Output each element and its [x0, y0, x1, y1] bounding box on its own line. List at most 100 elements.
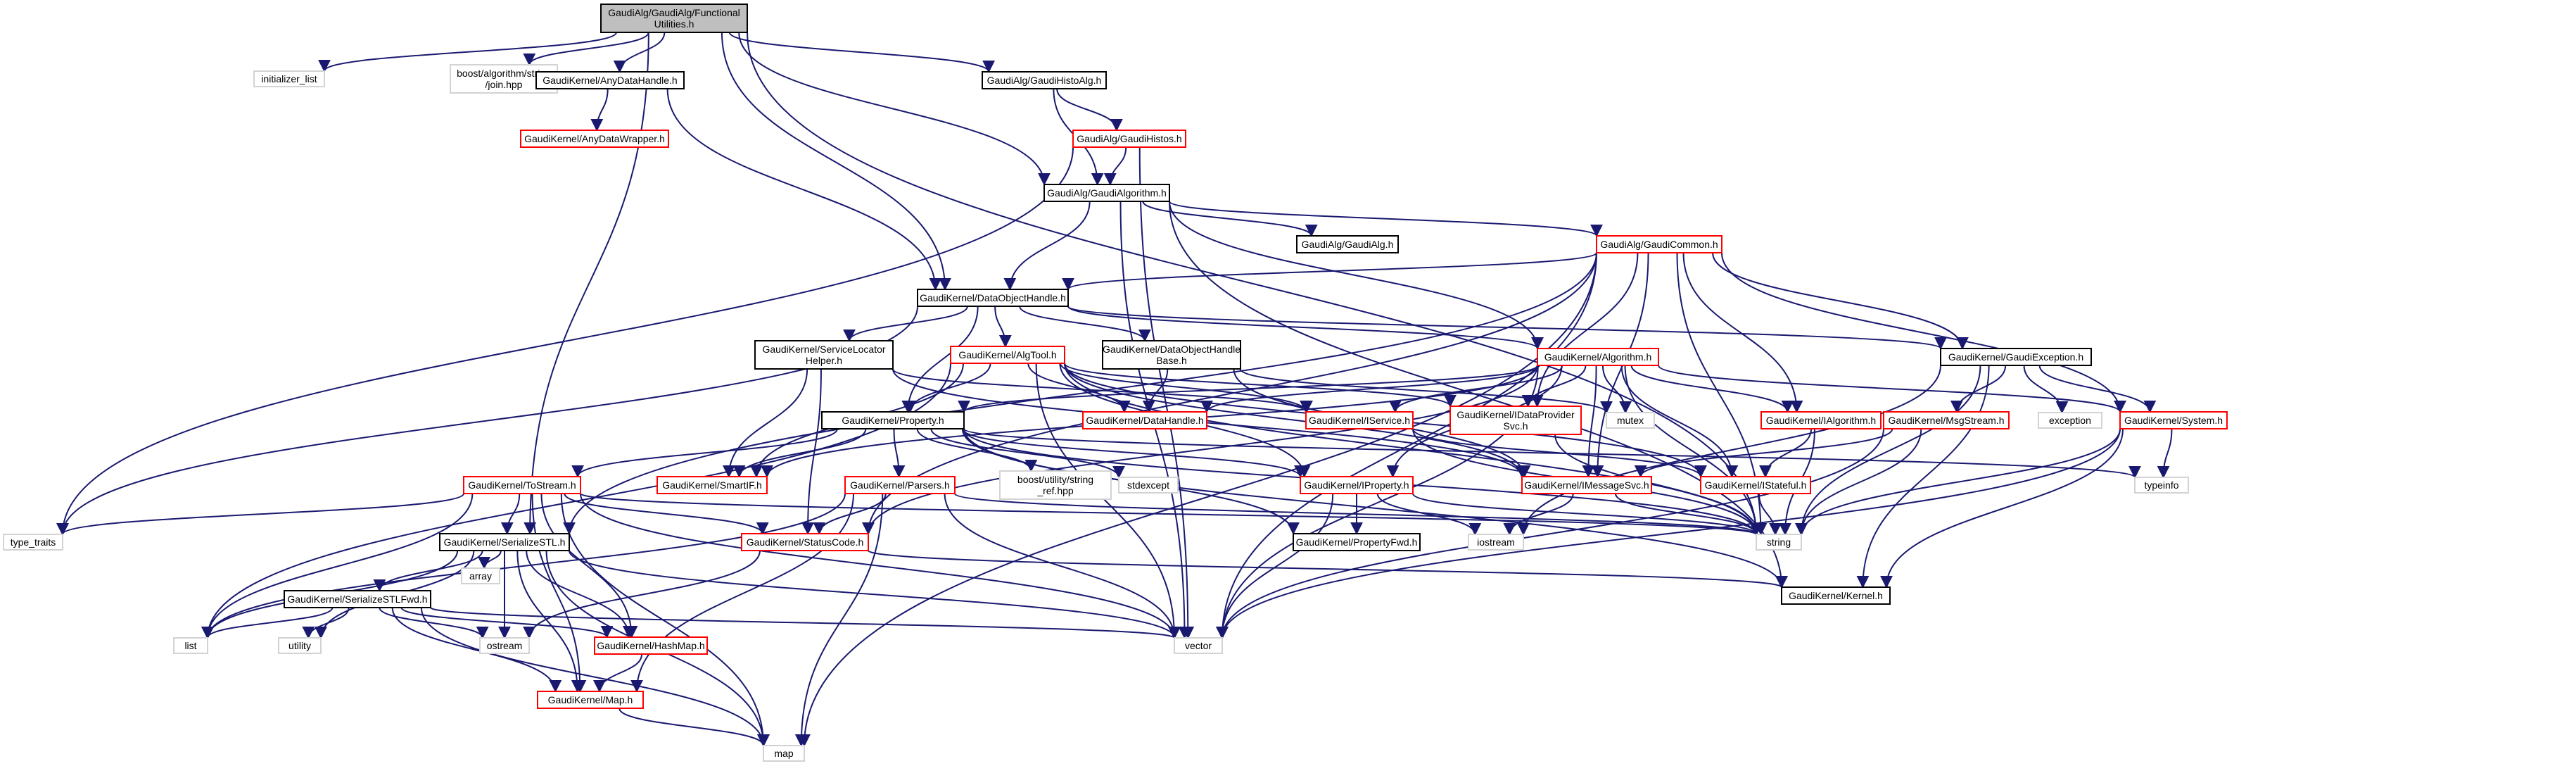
node-array: array	[461, 567, 500, 584]
node-box	[594, 636, 708, 655]
node-box	[656, 476, 768, 494]
edge-anydatahandle-to-anydatawrapper	[590, 88, 609, 132]
node-box	[1072, 130, 1186, 148]
node-istateful[interactable]: GaudiKernel/IStateful.h	[1700, 476, 1811, 494]
node-smartif[interactable]: GaudiKernel/SmartIF.h	[656, 476, 768, 494]
node-tostream[interactable]: GaudiKernel/ToStream.h	[463, 476, 581, 494]
node-label: boost/utility/string	[1017, 474, 1093, 485]
node-typeinfo: typeinfo	[2134, 477, 2189, 494]
node-msgstream[interactable]: GaudiKernel/MsgStream.h	[1883, 411, 2010, 429]
node-propertyfwd[interactable]: GaudiKernel/PropertyFwd.h	[1293, 533, 1421, 551]
node-gaudialg[interactable]: GaudiAlg/GaudiAlg.h	[1296, 235, 1399, 253]
node-exception: exception	[2038, 412, 2102, 429]
edge-property-to-smartif	[732, 428, 867, 478]
node-box	[1043, 184, 1170, 202]
node-datahandle[interactable]: GaudiKernel/DataHandle.h	[1082, 411, 1207, 429]
node-box	[982, 71, 1107, 89]
edge-iproperty-to-string	[1412, 493, 1763, 536]
node-kernel[interactable]: GaudiKernel/Kernel.h	[1781, 586, 1891, 605]
node-label: GaudiKernel/SerializeSTL.h	[444, 536, 566, 548]
node-label: GaudiKernel/AnyDataWrapper.h	[524, 133, 665, 144]
edge-serializestl-to-map_h	[516, 550, 584, 693]
node-gaudihistoalg[interactable]: GaudiAlg/GaudiHistoAlg.h	[982, 71, 1107, 89]
edge-statuscode-to-ostream	[523, 550, 761, 639]
edge-parsers-to-statuscode	[813, 493, 887, 535]
node-label: GaudiKernel/SmartIF.h	[662, 479, 762, 491]
node-gaudiexception[interactable]: GaudiKernel/GaudiException.h	[1940, 348, 2092, 366]
node-algtool[interactable]: GaudiKernel/AlgTool.h	[950, 346, 1065, 364]
edge-property-to-iproperty	[961, 428, 1307, 478]
edge-serializestl-to-vector	[569, 550, 1181, 639]
node-gaudicommon[interactable]: GaudiAlg/GaudiCommon.h	[1596, 235, 1722, 253]
node-box	[1940, 348, 2092, 366]
node-box	[999, 470, 1112, 500]
node-label: GaudiKernel/IService.h	[1309, 415, 1410, 426]
edge-imessagesvc-to-string	[1614, 493, 1763, 536]
node-gaudialgorithm[interactable]: GaudiAlg/GaudiAlgorithm.h	[1043, 184, 1170, 202]
node-label: GaudiKernel/MsgStream.h	[1889, 415, 2005, 426]
edge-serializestl-to-hashmap	[526, 550, 635, 639]
node-parsers[interactable]: GaudiKernel/Parsers.h	[844, 476, 956, 494]
node-label: Helper.h	[806, 355, 842, 366]
node-type_traits: type_traits	[3, 534, 63, 551]
node-label: array	[469, 570, 492, 582]
node-hashmap[interactable]: GaudiKernel/HashMap.h	[594, 636, 708, 655]
node-label: ostream	[487, 640, 523, 651]
node-label: string	[1767, 536, 1791, 548]
edge-serializestlfwd-to-map_h	[391, 607, 562, 693]
edge-serializestlfwd-to-map	[420, 607, 770, 747]
node-algorithm[interactable]: GaudiKernel/Algorithm.h	[1537, 348, 1659, 366]
node-anydatahandle[interactable]: GaudiKernel/AnyDataHandle.h	[535, 71, 685, 89]
node-label: list	[184, 640, 196, 651]
node-gaudihistos[interactable]: GaudiAlg/GaudiHistos.h	[1072, 130, 1186, 148]
node-box	[600, 4, 748, 33]
node-serializestl[interactable]: GaudiKernel/SerializeSTL.h	[439, 533, 570, 551]
edge-istateful-to-string	[1758, 493, 1782, 536]
edge-algorithm-to-istateful	[1620, 365, 1739, 478]
edge-system-to-string	[1795, 428, 2121, 536]
edge-dataobjecthandle-to-algorithm	[1067, 306, 1544, 350]
node-box	[821, 411, 965, 429]
node-property[interactable]: GaudiKernel/Property.h	[821, 411, 965, 429]
edge-dataobjecthandle-to-algtool	[994, 306, 1012, 348]
node-serializestlfwd[interactable]: GaudiKernel/SerializeSTLFwd.h	[284, 590, 431, 608]
node-box	[1293, 533, 1421, 551]
node-iproperty[interactable]: GaudiKernel/IProperty.h	[1300, 476, 1414, 494]
node-imessagesvc[interactable]: GaudiKernel/IMessageSvc.h	[1521, 476, 1652, 494]
edge-algorithm-to-iservice	[1388, 365, 1563, 413]
node-box	[1449, 406, 1582, 435]
node-box	[439, 533, 570, 551]
edge-gaudiexception-to-kernel	[1856, 365, 1990, 589]
node-list: list	[173, 637, 208, 654]
node-label: GaudiKernel/ToStream.h	[468, 479, 576, 491]
node-label: GaudiKernel/Map.h	[548, 694, 633, 705]
node-statuscode[interactable]: GaudiKernel/StatusCode.h	[741, 533, 869, 551]
edge-algorithm-to-datahandle	[1200, 365, 1538, 413]
edge-hashmap-to-map_h	[592, 653, 643, 693]
node-map_h[interactable]: GaudiKernel/Map.h	[537, 691, 644, 709]
node-anydatawrapper[interactable]: GaudiKernel/AnyDataWrapper.h	[520, 130, 669, 148]
edge-algorithm-to-ialgorithm	[1630, 365, 1794, 413]
edge-serializestlfwd-to-ostream	[379, 607, 489, 639]
node-box	[2134, 477, 2189, 494]
node-label: GaudiKernel/SerializeSTLFwd.h	[287, 594, 427, 605]
edge-gaudicommon-to-system	[1721, 252, 2126, 413]
edge-servicelocator-to-smartif	[722, 368, 808, 478]
edge-gaudialgorithm-to-algorithm	[1169, 201, 1544, 350]
node-ialgorithm[interactable]: GaudiKernel/IAlgorithm.h	[1760, 411, 1882, 429]
node-iservice[interactable]: GaudiKernel/IService.h	[1305, 411, 1414, 429]
node-box	[1606, 412, 1655, 429]
edge-tostream-to-vector	[580, 493, 1181, 639]
node-label: GaudiKernel/GaudiException.h	[1948, 351, 2083, 363]
node-label: GaudiKernel/IMessageSvc.h	[1524, 479, 1649, 491]
node-box	[917, 289, 1069, 307]
node-label: GaudiKernel/DataHandle.h	[1086, 415, 1203, 426]
node-dataobjecthandle[interactable]: GaudiKernel/DataObjectHandle.h	[917, 289, 1069, 307]
node-label: GaudiKernel/DataObjectHandle.h	[920, 292, 1066, 303]
node-system[interactable]: GaudiKernel/System.h	[2119, 411, 2228, 429]
edge-dataobjecthandle-to-property	[901, 306, 979, 413]
